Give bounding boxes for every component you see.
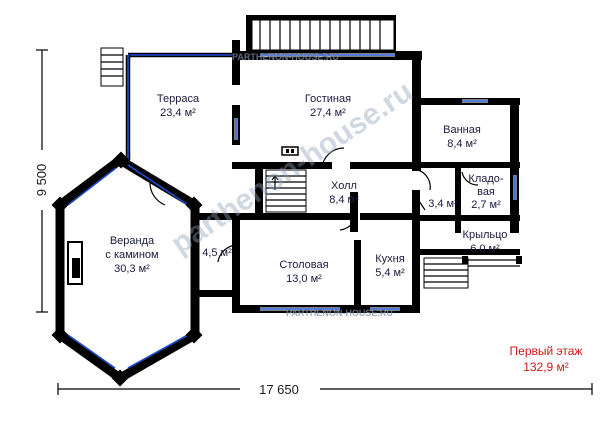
- veranda-octagon: [51, 151, 239, 387]
- floor-title: Первый этаж: [510, 344, 583, 358]
- kitchen-area: 5,4 м²: [375, 267, 405, 279]
- storage-name-1: Кладо-: [468, 173, 503, 185]
- watermark-top: PARTHENON-HOUSE.RU: [232, 52, 339, 62]
- dining-name: Столовая: [279, 259, 328, 271]
- watermark-bottom: PARTHENON-HOUSE.RU: [286, 308, 393, 318]
- porch-name: Крыльцо: [463, 229, 508, 241]
- door-arcs: [281, 146, 479, 231]
- dimension-width: 17 650: [57, 380, 593, 398]
- small-room-area: 3,4 м²: [428, 198, 458, 210]
- porch-stairs: [423, 256, 522, 289]
- terrace-stairs: [100, 47, 124, 87]
- living-area: 27,4 м²: [310, 107, 346, 119]
- veranda-name-2: с камином: [105, 249, 158, 261]
- interior-staircase: [265, 169, 307, 213]
- terrace-name: Терраса: [157, 93, 200, 105]
- living-fireplace-icon: [281, 146, 299, 156]
- storage-name-2: вая: [477, 186, 495, 198]
- bathroom-area: 8,4 м²: [447, 138, 477, 150]
- fireplace-icon: [67, 241, 83, 285]
- windows: [234, 53, 517, 311]
- veranda-area: 30,3 м²: [114, 263, 150, 275]
- living-name: Гостиная: [305, 93, 351, 105]
- storage-area: 2,7 м²: [471, 199, 501, 211]
- room-labels: Терраса 23,4 м² Гостиная 27,4 м² Ванная …: [105, 93, 507, 285]
- width-label: 17 650: [259, 382, 299, 397]
- veranda-name-1: Веранда: [110, 235, 155, 247]
- kitchen-name: Кухня: [375, 253, 404, 265]
- terrace-area: 23,4 м²: [160, 107, 196, 119]
- dining-area: 13,0 м²: [286, 273, 322, 285]
- floor-total-area: 132,9 м²: [523, 360, 569, 374]
- porch-area: 6,0 м²: [470, 243, 500, 255]
- top-staircase: [246, 15, 396, 52]
- depth-label: 9 500: [34, 164, 49, 197]
- bathroom-name: Ванная: [443, 124, 481, 136]
- dimension-depth: 9 500: [34, 49, 50, 313]
- vestibule-area: 4,5 м²: [202, 247, 232, 259]
- floor-info: Первый этаж 132,9 м²: [510, 344, 583, 374]
- hall-area: 8,4 м²: [329, 194, 359, 206]
- hall-name: Холл: [331, 180, 357, 192]
